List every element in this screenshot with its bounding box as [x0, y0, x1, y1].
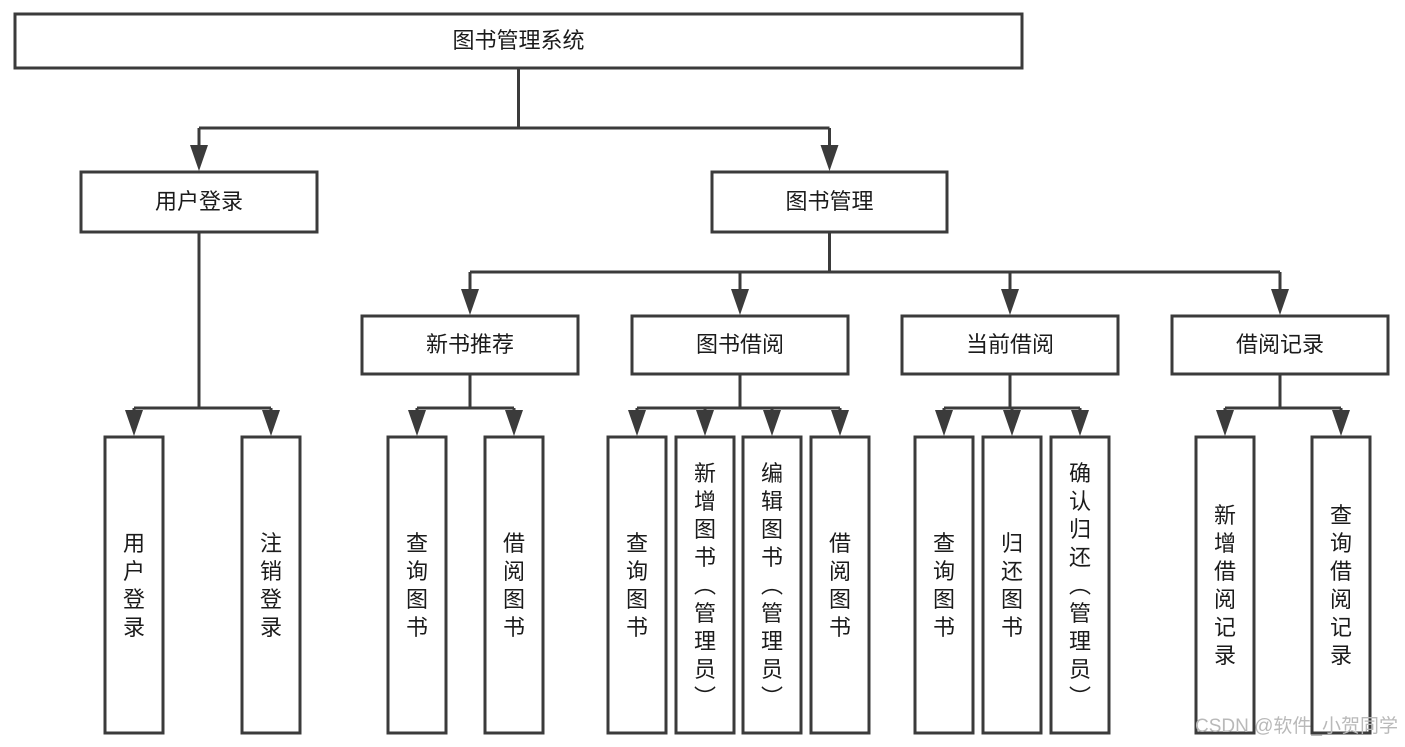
node-l2-0-用户登录[interactable]: 用户登录	[79, 170, 319, 234]
node-leaf-8-查询图书[interactable]: 查询图书	[913, 435, 975, 735]
arrow-head-icon	[820, 145, 839, 171]
node-box	[981, 435, 1043, 735]
node-label: 用户登录	[123, 531, 145, 640]
arrow-head-icon	[831, 410, 849, 436]
node-box	[1194, 435, 1256, 735]
node-leaf-7-借阅图书[interactable]: 借阅图书	[809, 435, 871, 735]
node-box	[674, 435, 736, 735]
csdn-watermark: CSDN @软件_小贺同学	[1195, 715, 1398, 737]
node-leaf-10-确认归还管理员[interactable]: 确认归还︵管理员︶	[1049, 435, 1111, 735]
node-label: 编辑图书︵管理员︶	[761, 461, 783, 710]
node-box	[630, 314, 850, 376]
node-box	[809, 435, 871, 735]
arrow-head-icon	[628, 410, 646, 436]
node-l3-2-当前借阅[interactable]: 当前借阅	[900, 314, 1120, 376]
node-label: 归还图书	[1001, 531, 1023, 640]
node-box	[913, 435, 975, 735]
node-leaf-4-查询图书[interactable]: 查询图书	[606, 435, 668, 735]
arrow-head-icon	[1003, 410, 1021, 436]
node-label: 确认归还︵管理员︶	[1069, 461, 1091, 710]
node-leaf-5-新增图书管理员[interactable]: 新增图书︵管理员︶	[674, 435, 736, 735]
node-root-0-图书管理系统[interactable]: 图书管理系统	[13, 12, 1024, 70]
node-box	[900, 314, 1120, 376]
node-label: 图书管理系统	[452, 28, 584, 53]
node-label: 查询借阅记录	[1330, 503, 1352, 668]
arrow-head-icon	[935, 410, 953, 436]
node-label: 新增借阅记录	[1214, 503, 1236, 668]
arrow-head-icon	[1332, 410, 1350, 436]
node-box	[1049, 435, 1111, 735]
node-l3-0-新书推荐[interactable]: 新书推荐	[360, 314, 580, 376]
node-l3-3-借阅记录[interactable]: 借阅记录	[1170, 314, 1390, 376]
node-box	[1310, 435, 1372, 735]
node-label: 用户登录	[155, 189, 243, 214]
node-label: 当前借阅	[966, 332, 1054, 357]
node-label: 查询图书	[626, 531, 648, 640]
arrow-head-icon	[505, 410, 523, 436]
arrow-head-icon	[696, 410, 714, 436]
node-leaf-2-查询图书[interactable]: 查询图书	[386, 435, 448, 735]
node-leaf-9-归还图书[interactable]: 归还图书	[981, 435, 1043, 735]
node-box	[710, 170, 949, 234]
arrow-head-icon	[1216, 410, 1234, 436]
node-l2-1-图书管理[interactable]: 图书管理	[710, 170, 949, 234]
node-leaf-12-查询借阅记录[interactable]: 查询借阅记录	[1310, 435, 1372, 735]
node-box	[1170, 314, 1390, 376]
node-box	[386, 435, 448, 735]
node-box	[741, 435, 803, 735]
arrow-head-icon	[190, 145, 208, 171]
arrow-head-icon	[763, 410, 781, 436]
node-label: 新书推荐	[426, 332, 514, 357]
node-label: 查询图书	[933, 531, 955, 640]
node-box	[79, 170, 319, 234]
arrow-head-icon	[408, 410, 426, 436]
arrow-head-icon	[1071, 410, 1089, 436]
node-box	[606, 435, 668, 735]
node-label: 图书借阅	[696, 332, 784, 357]
arrow-head-icon	[461, 289, 479, 315]
node-label: 图书管理	[785, 189, 873, 214]
node-label: 借阅图书	[829, 531, 851, 640]
node-label: 查询图书	[406, 531, 428, 640]
node-box	[360, 314, 580, 376]
arrow-head-icon	[731, 289, 749, 315]
node-leaf-6-编辑图书管理员[interactable]: 编辑图书︵管理员︶	[741, 435, 803, 735]
node-label: 注销登录	[260, 531, 282, 640]
connectors-layer	[125, 68, 1350, 436]
nodes-layer: 图书管理系统用户登录图书管理新书推荐图书借阅当前借阅借阅记录用户登录注销登录查询…	[13, 12, 1390, 735]
node-leaf-11-新增借阅记录[interactable]: 新增借阅记录	[1194, 435, 1256, 735]
node-box	[103, 435, 165, 735]
node-l3-1-图书借阅[interactable]: 图书借阅	[630, 314, 850, 376]
node-leaf-0-用户登录[interactable]: 用户登录	[103, 435, 165, 735]
arrow-head-icon	[125, 410, 143, 436]
arrow-head-icon	[1001, 289, 1019, 315]
node-leaf-3-借阅图书[interactable]: 借阅图书	[483, 435, 545, 735]
node-box	[13, 12, 1024, 70]
arrow-head-icon	[262, 410, 280, 436]
node-label: 新增图书︵管理员︶	[694, 461, 716, 710]
node-leaf-1-注销登录[interactable]: 注销登录	[240, 435, 302, 735]
arrow-head-icon	[1271, 289, 1289, 315]
node-label: 借阅记录	[1236, 332, 1324, 357]
node-box	[240, 435, 302, 735]
node-box	[483, 435, 545, 735]
node-label: 借阅图书	[503, 531, 525, 640]
